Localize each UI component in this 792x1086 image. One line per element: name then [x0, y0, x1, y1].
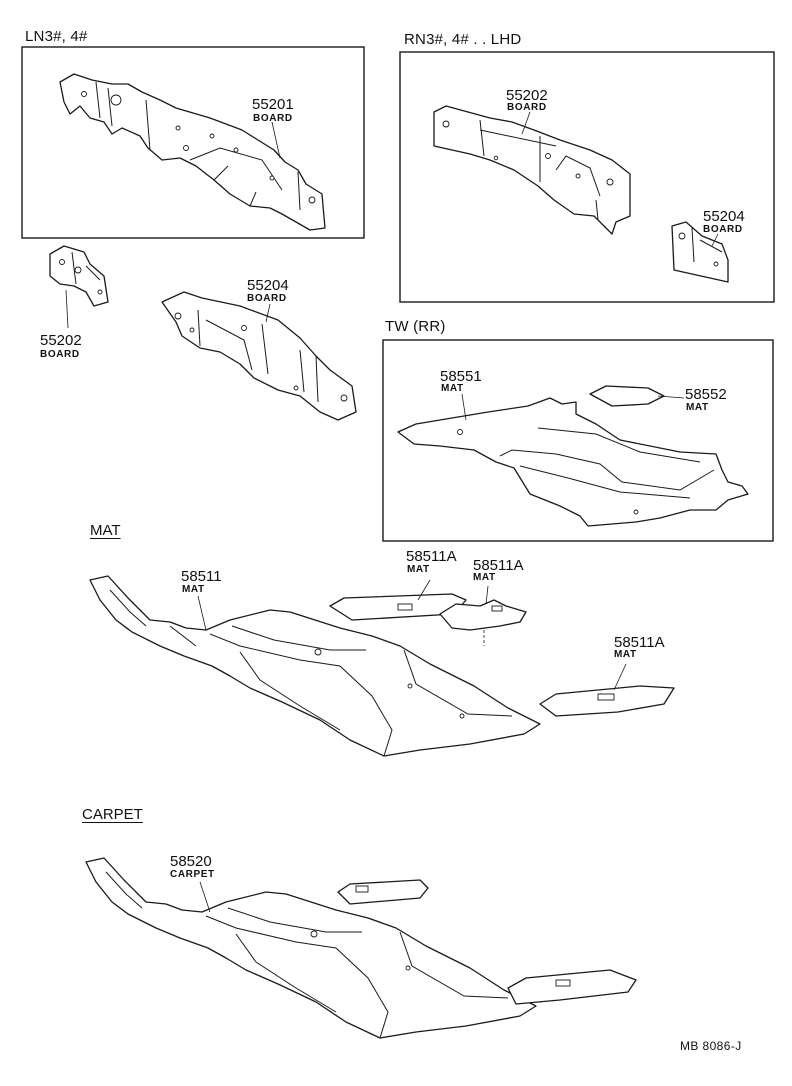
board-55201-drawing: [59, 73, 326, 231]
callout-55201-name: BOARD: [253, 113, 293, 124]
board-55204-large-drawing: [161, 291, 357, 421]
callout-58511a-3-number: 58511A: [614, 634, 665, 651]
board-55202-left-drawing: [49, 245, 109, 307]
callout-58552-name: MAT: [686, 402, 709, 413]
callout-58511-number: 58511: [181, 568, 222, 585]
callout-58511-name: MAT: [182, 584, 205, 595]
carpet-58520-drawing: [85, 857, 637, 1039]
section-label-carpet: CARPET: [82, 806, 143, 823]
board-55204-rn-drawing: [671, 221, 729, 283]
group-label-ln: LN3#, 4#: [25, 28, 88, 45]
callout-55204-large-number: 55204: [247, 277, 289, 294]
callout-58520-number: 58520: [170, 853, 212, 870]
callout-58511a-1-name: MAT: [407, 564, 430, 575]
callout-58511a-3-name: MAT: [614, 649, 637, 660]
group-label-tw: TW (RR): [385, 318, 446, 335]
callout-55204-large-name: BOARD: [247, 293, 287, 304]
callout-55202-left-name: BOARD: [40, 349, 80, 360]
section-label-mat: MAT: [90, 522, 121, 539]
figure-code: MB 8086-J: [680, 1039, 742, 1053]
callout-55202-rn-number: 55202: [506, 87, 548, 104]
callout-58511a-1-number: 58511A: [406, 548, 457, 565]
callout-58520-name: CARPET: [170, 869, 215, 880]
floor-mat-58511-drawing: [89, 575, 541, 757]
frame-ln-group: [21, 46, 365, 239]
callout-55204-rn-number: 55204: [703, 208, 745, 225]
group-label-rn: RN3#, 4# . . LHD: [404, 31, 522, 48]
callout-58551-number: 58551: [440, 368, 482, 385]
callout-58552-number: 58552: [685, 386, 727, 403]
callout-58511a-2-name: MAT: [473, 572, 496, 583]
tw-rear-mat-drawing: [397, 385, 749, 527]
frame-tw-group: [382, 339, 774, 542]
callout-55201-number: 55201: [252, 96, 294, 113]
mat-58511a-drawings: [329, 593, 675, 717]
frame-rn-group: [399, 51, 775, 303]
callout-58511a-2-number: 58511A: [473, 557, 524, 574]
callout-55202-rn-name: BOARD: [507, 102, 547, 113]
board-55202-rn-drawing: [433, 105, 631, 235]
callout-55204-rn-name: BOARD: [703, 224, 743, 235]
callout-55202-left-number: 55202: [40, 332, 82, 349]
callout-58551-name: MAT: [441, 383, 464, 394]
leader-lines: [65, 111, 719, 913]
